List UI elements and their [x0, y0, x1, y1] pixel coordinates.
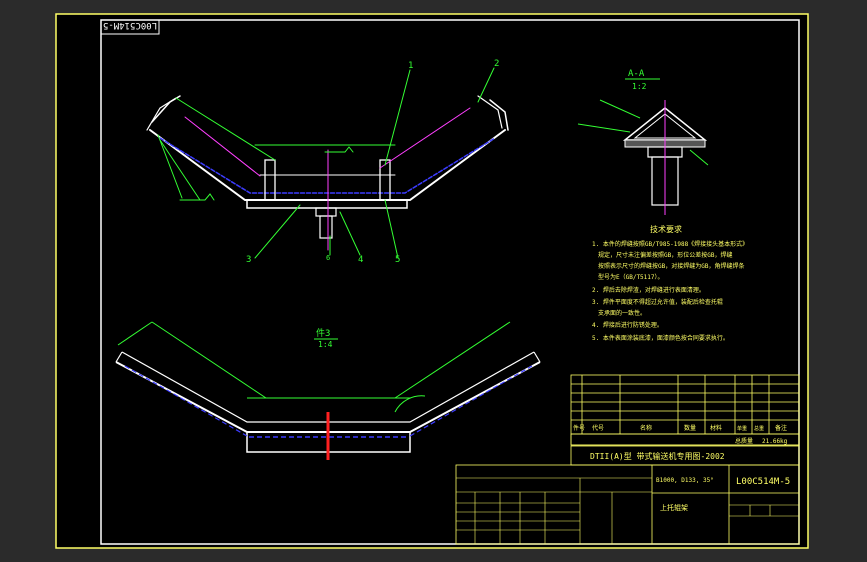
- tech-note-3: 按照表示尺寸的焊缝按GB，对接焊缝为GB，角焊缝焊条: [598, 262, 744, 270]
- tech-title: 技术要求: [650, 224, 682, 234]
- rotated-drawing-number: L00C514M-5: [100, 19, 160, 35]
- detail-label: 件3: [316, 327, 330, 339]
- callout-2: 2: [494, 59, 499, 69]
- col-header-7: 总重: [754, 425, 764, 432]
- tech-note-2: 规定，尺寸未注偏差按照GB，形位公差按GB，焊缝: [598, 251, 732, 259]
- drawing-frame: [100, 19, 800, 545]
- detail-scale: 1:4: [318, 340, 333, 349]
- callout-1: 1: [408, 61, 413, 71]
- tech-note-4: 型号为E（GB/T5117）。: [598, 273, 664, 281]
- rotated-drawing-number-text: L00C514M-5: [103, 20, 157, 30]
- title-block: DTII(A)型 带式输送机专用图-2002 B1000, D133, 35° …: [455, 445, 800, 545]
- col-header-1: 件号: [573, 424, 585, 432]
- part-name: 上托辊架: [660, 503, 688, 512]
- section-scale: 1:2: [632, 82, 647, 91]
- technical-notes: 技术要求 1. 本件的焊缝按照GB/T985-1988《焊接接头基本形式》 规定…: [592, 224, 748, 342]
- tech-note-1: 1. 本件的焊缝按照GB/T985-1988《焊接接头基本形式》: [592, 240, 748, 248]
- tech-note-9: 5. 本件表面涂装底漆，面漆颜色按合同要求执行。: [592, 334, 729, 342]
- main-view: 1 2 3 4 5 6: [146, 59, 509, 265]
- col-header-8: 备注: [775, 424, 787, 432]
- tech-note-7: 支承面的一致性。: [598, 309, 646, 317]
- tech-note-6: 3. 焊件平面度不得超过允许值，装配后检查托辊: [592, 298, 723, 306]
- spec-text: B1000, D133, 35°: [656, 477, 714, 484]
- col-header-5: 材料: [710, 424, 722, 432]
- col-header-6: 单重: [737, 425, 747, 432]
- detail-view: 件3 1:4: [115, 321, 541, 460]
- mass-label: 总质量: [735, 437, 753, 445]
- product-title: DTII(A)型 带式输送机专用图-2002: [590, 451, 725, 461]
- tech-note-8: 4. 焊接后进行防锈处理。: [592, 321, 663, 329]
- col-header-2: 代号: [592, 424, 604, 432]
- callout-3: 3: [246, 255, 251, 265]
- mass-value: 21.66kg: [762, 438, 788, 445]
- mass-row: 总质量 21.66kg: [570, 433, 800, 446]
- callout-5: 5: [395, 255, 400, 265]
- section-view: A-A 1:2: [577, 69, 709, 215]
- sheet-border: [55, 13, 809, 549]
- section-label: A-A: [628, 69, 645, 79]
- tech-note-5: 2. 焊后去除焊渣，对焊缝进行表面清理。: [592, 286, 705, 294]
- callout-4: 4: [358, 255, 363, 265]
- drawing-number: L00C514M-5: [736, 477, 790, 487]
- parts-list-headers: 件号 代号 名称 数量 材料 单重 总重 备注: [573, 424, 787, 432]
- callout-6: 6: [326, 254, 330, 262]
- col-header-3: 名称: [640, 424, 652, 432]
- col-header-4: 数量: [684, 424, 696, 432]
